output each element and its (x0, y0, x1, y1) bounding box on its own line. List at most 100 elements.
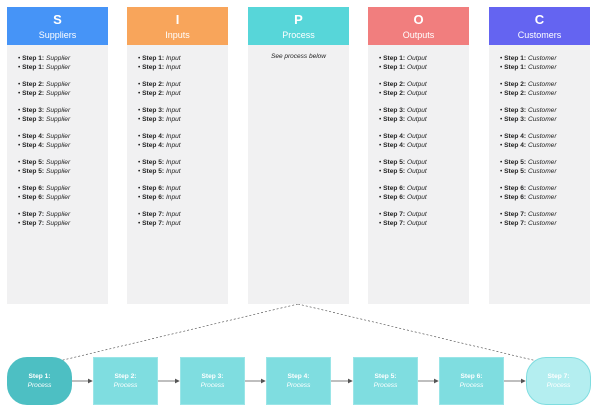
bullet-icon: • (379, 107, 384, 114)
step-item: • Step 1: Input (138, 63, 228, 72)
step-item: • Step 7: Supplier (18, 219, 108, 228)
bullet-icon: • (18, 159, 23, 166)
step-value: Input (165, 55, 181, 62)
bullet-icon: • (18, 211, 23, 218)
bullet-icon: • (138, 116, 143, 123)
bullet-icon: • (500, 55, 505, 62)
step-item: • Step 2: Input (138, 89, 228, 98)
bullet-icon: • (18, 142, 23, 149)
step-value: Input (165, 116, 181, 123)
step-number: Step 4: (504, 133, 527, 140)
step-group: • Step 7: Output• Step 7: Output (379, 210, 469, 228)
step-item: • Step 2: Customer (500, 89, 590, 98)
process-step-label: Process (113, 382, 138, 389)
step-number: Step 1: (142, 64, 165, 71)
step-item: • Step 7: Output (379, 210, 469, 219)
step-number: Step 5: (22, 168, 45, 175)
step-item: • Step 6: Output (379, 193, 469, 202)
step-item: • Step 4: Supplier (18, 141, 108, 150)
step-group: • Step 4: Customer• Step 4: Customer (500, 132, 590, 150)
step-value: Supplier (45, 159, 71, 166)
step-item: • Step 1: Customer (500, 63, 590, 72)
step-item: • Step 7: Output (379, 219, 469, 228)
step-value: Output (406, 185, 427, 192)
step-item: • Step 6: Supplier (18, 193, 108, 202)
column-body: • Step 1: Output• Step 1: Output• Step 2… (368, 45, 469, 228)
bullet-icon: • (500, 185, 505, 192)
step-value: Input (165, 142, 181, 149)
step-item: • Step 6: Customer (500, 184, 590, 193)
step-item: • Step 3: Supplier (18, 115, 108, 124)
bullet-icon: • (138, 211, 143, 218)
step-number: Step 7: (504, 220, 527, 227)
bullet-icon: • (500, 168, 505, 175)
bullet-icon: • (500, 142, 505, 149)
step-value: Supplier (45, 185, 71, 192)
step-group: • Step 6: Input• Step 6: Input (138, 184, 228, 202)
step-group: • Step 1: Output• Step 1: Output (379, 54, 469, 72)
step-item: • Step 1: Supplier (18, 63, 108, 72)
bullet-icon: • (500, 220, 505, 227)
step-value: Output (406, 220, 427, 227)
column-title: Outputs (402, 30, 435, 40)
step-item: • Step 4: Customer (500, 132, 590, 141)
step-number: Step 1: (383, 64, 406, 71)
step-value: Output (406, 159, 427, 166)
step-item: • Step 4: Output (379, 141, 469, 150)
step-value: Supplier (45, 90, 71, 97)
step-number: Step 3: (142, 116, 165, 123)
step-value: Customer (527, 168, 557, 175)
step-group: • Step 5: Supplier• Step 5: Supplier (18, 158, 108, 176)
step-group: • Step 2: Input• Step 2: Input (138, 80, 228, 98)
step-number: Step 5: (383, 159, 406, 166)
step-number: Step 7: (504, 211, 527, 218)
bullet-icon: • (18, 220, 23, 227)
bullet-icon: • (500, 159, 505, 166)
bullet-icon: • (379, 55, 384, 62)
step-value: Customer (527, 90, 557, 97)
step-value: Customer (527, 142, 557, 149)
step-number: Step 7: (142, 220, 165, 227)
step-value: Output (406, 90, 427, 97)
column-body: • Step 1: Input• Step 1: Input• Step 2: … (127, 45, 228, 228)
step-value: Output (406, 142, 427, 149)
process-step-2: Step 2:Process (93, 357, 158, 405)
step-group: • Step 7: Supplier• Step 7: Supplier (18, 210, 108, 228)
step-number: Step 4: (22, 133, 45, 140)
step-value: Output (406, 194, 427, 201)
step-item: • Step 1: Output (379, 63, 469, 72)
step-number: Step 7: (383, 211, 406, 218)
step-group: • Step 4: Supplier• Step 4: Supplier (18, 132, 108, 150)
bullet-icon: • (138, 55, 143, 62)
step-number: Step 2: (504, 81, 527, 88)
bullet-icon: • (379, 220, 384, 227)
step-number: Step 5: (142, 159, 165, 166)
step-number: Step 7: (142, 211, 165, 218)
step-value: Input (165, 64, 181, 71)
bullet-icon: • (138, 64, 143, 71)
step-item: • Step 3: Customer (500, 106, 590, 115)
bullet-icon: • (138, 133, 143, 140)
step-item: • Step 2: Customer (500, 80, 590, 89)
bullet-icon: • (18, 55, 23, 62)
step-group: • Step 5: Output• Step 5: Output (379, 158, 469, 176)
step-item: • Step 6: Output (379, 184, 469, 193)
step-item: • Step 4: Input (138, 141, 228, 150)
step-value: Output (406, 211, 427, 218)
bullet-icon: • (138, 194, 143, 201)
step-value: Customer (527, 133, 557, 140)
bullet-icon: • (500, 211, 505, 218)
step-number: Step 2: (22, 81, 45, 88)
process-step-4: Step 4:Process (266, 357, 331, 405)
step-number: Step 1: (504, 55, 527, 62)
bullet-icon: • (18, 116, 23, 123)
step-value: Input (165, 168, 181, 175)
step-item: • Step 5: Customer (500, 158, 590, 167)
step-value: Supplier (45, 55, 71, 62)
step-number: Step 5: (22, 159, 45, 166)
